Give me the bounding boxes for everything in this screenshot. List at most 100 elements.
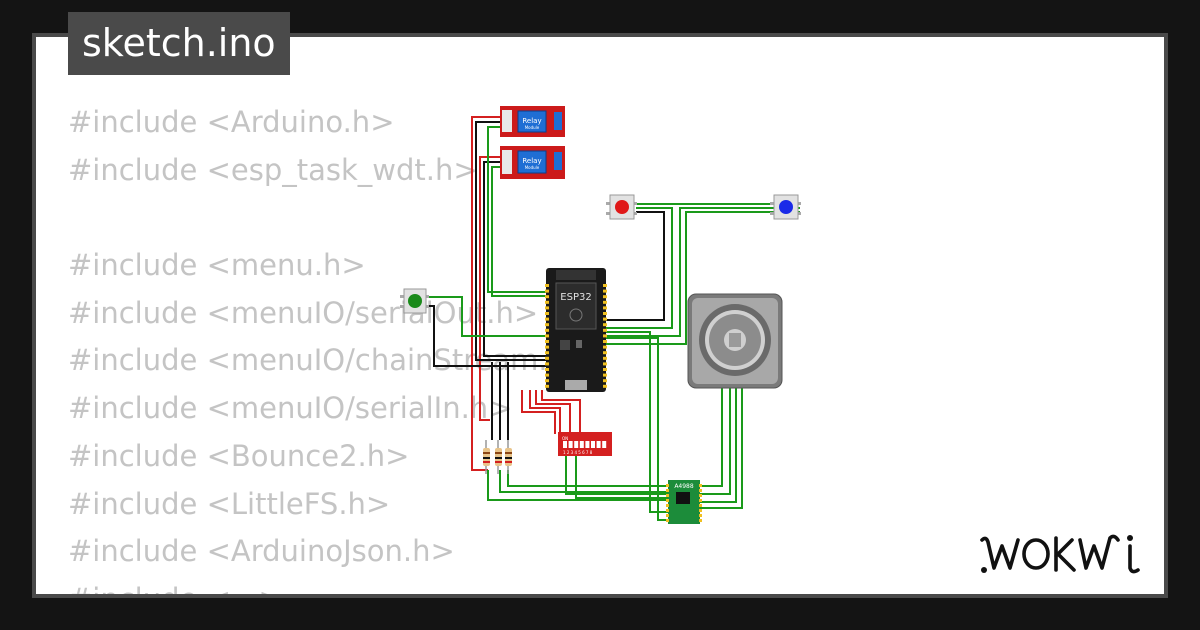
pin <box>603 295 607 299</box>
pin <box>699 514 702 517</box>
pin <box>545 351 549 355</box>
code-line: #include <menuIO/serialIn.h> <box>68 391 513 426</box>
pin <box>585 441 590 448</box>
resistor <box>495 440 502 474</box>
pin <box>603 284 607 287</box>
wire <box>700 386 731 495</box>
esp32-board[interactable]: ESP32 <box>545 268 607 392</box>
pin <box>603 328 607 332</box>
pin <box>545 312 549 315</box>
pushbutton-red[interactable] <box>606 194 637 220</box>
preview-card: #include <Arduino.h> #include <esp_task_… <box>32 33 1168 598</box>
code-line: #include <ArduinoJson.h> <box>68 534 455 569</box>
pin <box>699 499 702 502</box>
wire <box>507 470 668 487</box>
pin <box>602 441 607 448</box>
wire <box>606 211 665 321</box>
wire <box>499 470 668 493</box>
pin <box>699 484 702 487</box>
relay-sublabel: Module <box>525 165 540 170</box>
pin <box>545 362 549 366</box>
pin <box>545 356 549 360</box>
pin <box>603 345 607 349</box>
relay-module[interactable]: Relay Module <box>500 146 565 179</box>
dip-toggles <box>563 441 607 448</box>
dip-switch[interactable]: ON 1 2 3 4 5 6 7 8 <box>558 432 612 456</box>
pin <box>603 356 607 360</box>
pin <box>603 289 607 293</box>
pin <box>699 504 702 507</box>
pin <box>666 504 669 507</box>
wire <box>606 207 673 329</box>
a4988-driver[interactable]: A4988 <box>666 480 702 524</box>
pin <box>545 289 549 293</box>
pin <box>545 306 549 310</box>
wire <box>479 156 502 421</box>
pin <box>545 345 549 349</box>
pin <box>603 306 607 310</box>
pin <box>603 373 607 377</box>
wire <box>428 296 548 337</box>
pin-header <box>545 284 549 388</box>
pushbutton-green[interactable] <box>400 288 429 314</box>
pin <box>699 489 702 492</box>
pin <box>603 362 607 366</box>
code-line: #include <menuIO/chainStream.h> <box>68 343 591 378</box>
code-line: #include <menu.h> <box>68 248 366 283</box>
wire <box>491 166 548 297</box>
relay-label: Relay <box>522 117 541 125</box>
pin <box>596 441 601 448</box>
pin <box>666 489 669 492</box>
pin-header <box>603 284 607 388</box>
relay-label: Relay <box>522 157 541 165</box>
wire <box>700 386 737 503</box>
pin <box>666 509 669 512</box>
pin <box>603 317 607 321</box>
pin <box>545 295 549 299</box>
pin <box>699 509 702 512</box>
pin <box>545 300 549 304</box>
code-line: #include <LittleFS.h> <box>68 486 391 521</box>
pin <box>563 441 567 448</box>
pin <box>579 441 584 448</box>
wire <box>487 470 668 501</box>
pin <box>666 494 669 497</box>
wire <box>700 386 743 509</box>
wire <box>521 390 556 434</box>
pin <box>545 379 549 383</box>
wire <box>471 116 502 471</box>
pin <box>666 499 669 502</box>
pin <box>568 441 573 448</box>
wire <box>483 161 548 357</box>
pin <box>699 519 702 522</box>
pin <box>545 317 549 321</box>
resistor <box>483 440 490 474</box>
resistor <box>505 440 512 474</box>
pin <box>603 368 607 371</box>
pin <box>603 312 607 315</box>
pin <box>699 494 702 497</box>
dip-numbers: 1 2 3 4 5 6 7 8 <box>563 450 593 455</box>
wire <box>529 390 561 434</box>
pin <box>666 484 669 487</box>
wire <box>565 456 668 495</box>
driver-label: A4988 <box>674 483 694 490</box>
wire <box>606 211 800 345</box>
wire <box>487 126 548 293</box>
relay-sublabel: Module <box>525 125 540 130</box>
pin <box>603 323 607 327</box>
wire <box>475 121 548 361</box>
wokwi-logo <box>980 534 1140 574</box>
wire <box>535 390 571 434</box>
pin <box>545 368 549 371</box>
code-line: #include <Bounce2.h> <box>68 438 410 473</box>
pin <box>603 334 607 338</box>
pushbutton-blue[interactable] <box>770 194 801 220</box>
stepper-motor[interactable] <box>687 293 783 389</box>
pin <box>545 340 549 343</box>
file-tab[interactable]: sketch.ino <box>68 12 290 75</box>
relay-module[interactable]: Relay Module <box>500 106 565 137</box>
wire <box>575 456 668 499</box>
pin <box>591 441 595 448</box>
pin-header <box>666 484 702 522</box>
